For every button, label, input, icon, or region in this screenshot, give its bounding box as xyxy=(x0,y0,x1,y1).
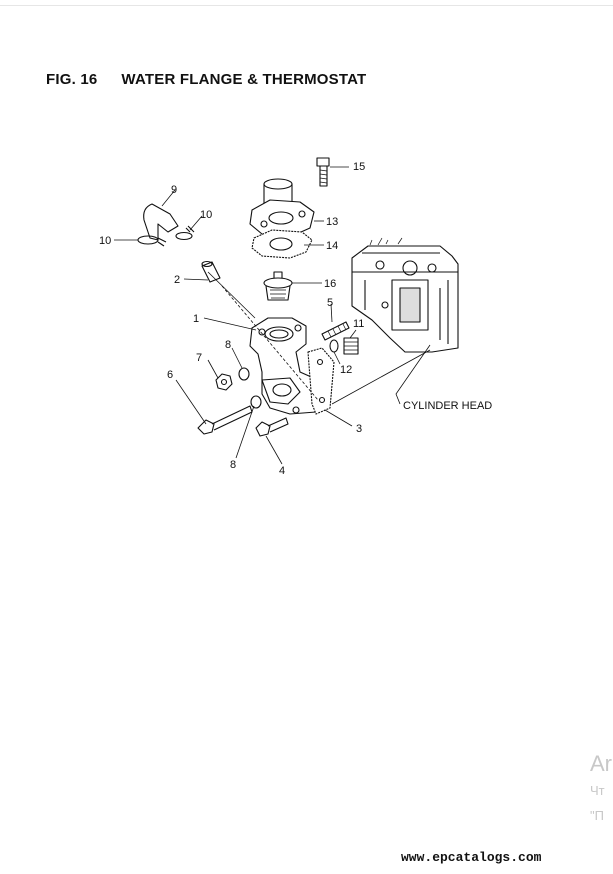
part-label-9: 9 xyxy=(171,184,177,196)
part-label-12: 12 xyxy=(340,364,352,376)
footer-url: www.epcatalogs.com xyxy=(401,850,542,865)
part-label-4: 4 xyxy=(279,465,285,477)
part-label-16: 16 xyxy=(324,278,336,290)
part-label-6: 6 xyxy=(167,369,173,381)
part-16-thermostat xyxy=(263,271,293,301)
overlay-text-3: "П xyxy=(590,808,604,823)
part-13-water-flange xyxy=(249,178,315,237)
part-label-13: 13 xyxy=(326,216,338,228)
top-divider xyxy=(0,5,613,6)
part-label-14: 14 xyxy=(326,240,338,252)
part-5-stud xyxy=(321,321,350,341)
part-8-washer-upper xyxy=(238,367,250,381)
part-4-bolt xyxy=(255,417,289,437)
part-label-7: 7 xyxy=(196,352,202,364)
part-label-2: 2 xyxy=(174,274,180,286)
part-8-washer-lower xyxy=(250,395,262,409)
part-9-hose xyxy=(143,203,179,241)
part-label-1: 1 xyxy=(193,313,199,325)
figure-title: FIG. 16 WATER FLANGE & THERMOSTAT xyxy=(46,71,366,88)
part-label-8-lower: 8 xyxy=(230,459,236,471)
overlay-text-2: Чт xyxy=(590,783,605,798)
part-14-gasket xyxy=(251,229,313,259)
cylinder-head-drawing xyxy=(351,237,459,353)
part-6-long-bolt xyxy=(197,405,253,435)
part-label-11: 11 xyxy=(353,318,364,330)
part-11-plug xyxy=(343,337,359,355)
overlay-text-1: Ar xyxy=(590,751,612,776)
part-label-3: 3 xyxy=(356,423,362,435)
part-12-washer xyxy=(329,339,339,353)
part-label-10-upper: 10 xyxy=(200,209,212,221)
leader-lines xyxy=(114,166,431,465)
cylinder-head-label: CYLINDER HEAD xyxy=(403,400,492,412)
part-3-gasket xyxy=(307,347,335,415)
part-label-5: 5 xyxy=(327,297,333,309)
figure-title-text: WATER FLANGE & THERMOSTAT xyxy=(121,71,367,88)
part-label-10-left: 10 xyxy=(99,235,111,247)
part-15-bolt xyxy=(316,157,330,187)
part-label-15: 15 xyxy=(353,161,365,173)
part-2-pipe xyxy=(201,260,221,283)
part-7-nut xyxy=(215,373,233,391)
part-label-8-upper: 8 xyxy=(225,339,231,351)
figure-number: FIG. 16 xyxy=(46,71,98,88)
